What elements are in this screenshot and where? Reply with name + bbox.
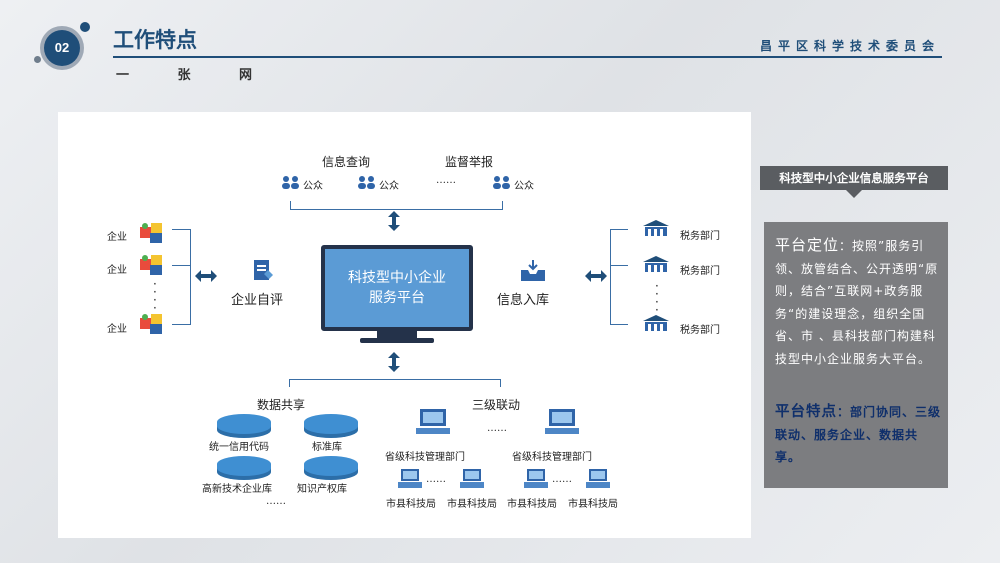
connector — [172, 324, 190, 325]
government-building-icon — [643, 256, 669, 272]
document-edit-icon — [254, 260, 273, 280]
database-icon — [217, 456, 271, 476]
db-ip: 知识产权库 — [297, 484, 347, 495]
section-number-badge: 02 — [44, 30, 80, 66]
vertical-ellipsis: ···· — [153, 277, 157, 315]
three-level-label: 三级联动 — [472, 398, 521, 412]
public-label: 公众 — [303, 181, 323, 192]
company-label: 企业 — [107, 232, 127, 243]
ellipsis: …… — [266, 496, 286, 507]
positioning-heading: 平台定位 — [775, 236, 840, 254]
ellipsis: …… — [436, 175, 456, 186]
vertical-ellipsis: ···· — [655, 279, 659, 317]
government-building-icon — [643, 315, 669, 331]
monitor-stand — [377, 330, 417, 338]
connector — [172, 229, 190, 230]
public-label: 公众 — [514, 181, 534, 192]
company-puzzle-icon — [140, 255, 162, 275]
company-label: 企业 — [107, 324, 127, 335]
admin-computer-icon — [545, 409, 579, 434]
monitor-base — [360, 338, 434, 343]
page-subtitle: 一 张 网 — [116, 68, 275, 83]
connector — [502, 201, 503, 210]
connector — [289, 379, 290, 387]
connector — [610, 229, 628, 230]
connector — [290, 209, 503, 210]
company-label: 企业 — [107, 265, 127, 276]
positioning-text: ：按照”服务引领、放管结合、公开透明“原则，结合”互联网+政务服务“的建设理念，… — [775, 239, 939, 366]
connector — [500, 379, 501, 387]
connector — [610, 265, 628, 266]
platform-features: 平台特点：部门协同、三级联动、服务企业、数据共享。 — [775, 401, 943, 469]
decor-dot — [80, 22, 90, 32]
double-arrow-icon — [195, 270, 217, 282]
connector — [610, 324, 628, 325]
people-icon — [358, 176, 375, 189]
info-storage-label: 信息入库 — [497, 293, 550, 308]
ellipsis: …… — [552, 474, 572, 485]
decor-dot — [34, 56, 41, 63]
city-bureau-label: 市县科技局 — [568, 499, 618, 510]
label-info-query: 信息查询 — [322, 155, 371, 169]
platform-monitor: 科技型中小企业 服务平台 — [321, 245, 473, 331]
double-arrow-icon — [388, 352, 400, 372]
admin-computer-icon — [416, 409, 450, 434]
platform-name-line1: 科技型中小企业 — [348, 270, 446, 286]
connector — [289, 379, 501, 380]
company-puzzle-icon — [140, 314, 162, 334]
inbox-icon — [521, 260, 545, 281]
connector — [610, 229, 611, 325]
double-arrow-icon — [585, 270, 607, 282]
city-bureau-label: 市县科技局 — [386, 499, 436, 510]
data-sharing-label: 数据共享 — [257, 398, 306, 412]
platform-positioning: 平台定位：按照”服务引领、放管结合、公开透明“原则，结合”互联网+政务服务“的建… — [775, 234, 943, 370]
tax-dept-label: 税务部门 — [680, 325, 720, 336]
platform-tag: 科技型中小企业信息服务平台 — [760, 166, 948, 190]
office-computer-icon — [460, 469, 484, 488]
tag-pointer — [846, 190, 862, 198]
self-evaluation-label: 企业自评 — [231, 293, 284, 308]
platform-name-line2: 服务平台 — [369, 290, 425, 306]
connector — [172, 265, 190, 266]
database-icon — [304, 414, 358, 434]
database-icon — [217, 414, 271, 434]
people-icon — [493, 176, 510, 189]
features-text: ：部门协同、三级联动、服务企业、数据共享。 — [775, 405, 942, 464]
header-divider — [113, 56, 942, 58]
office-computer-icon — [398, 469, 422, 488]
office-computer-icon — [524, 469, 548, 488]
page-title: 工作特点 — [113, 28, 197, 52]
label-supervision: 监督举报 — [445, 155, 494, 169]
tax-dept-label: 税务部门 — [680, 266, 720, 277]
ellipsis: …… — [426, 474, 446, 485]
people-icon — [282, 176, 299, 189]
provincial-dept-label: 省级科技管理部门 — [385, 452, 465, 463]
connector — [190, 229, 191, 325]
city-bureau-label: 市县科技局 — [447, 499, 497, 510]
double-arrow-icon — [388, 211, 400, 231]
database-icon — [304, 456, 358, 476]
connector — [290, 201, 291, 210]
tax-dept-label: 税务部门 — [680, 231, 720, 242]
company-puzzle-icon — [140, 223, 162, 243]
features-heading: 平台特点 — [775, 404, 837, 420]
db-unified-credit-code: 统一信用代码 — [209, 442, 269, 453]
info-box — [764, 222, 948, 488]
city-bureau-label: 市县科技局 — [507, 499, 557, 510]
db-standard: 标准库 — [312, 442, 342, 453]
government-building-icon — [643, 220, 669, 236]
ellipsis: …… — [487, 423, 507, 434]
provincial-dept-label: 省级科技管理部门 — [512, 452, 592, 463]
public-label: 公众 — [379, 181, 399, 192]
office-computer-icon — [586, 469, 610, 488]
db-high-tech: 高新技术企业库 — [202, 484, 272, 495]
organization-name: 昌平区科学技术委员会 — [759, 39, 940, 53]
